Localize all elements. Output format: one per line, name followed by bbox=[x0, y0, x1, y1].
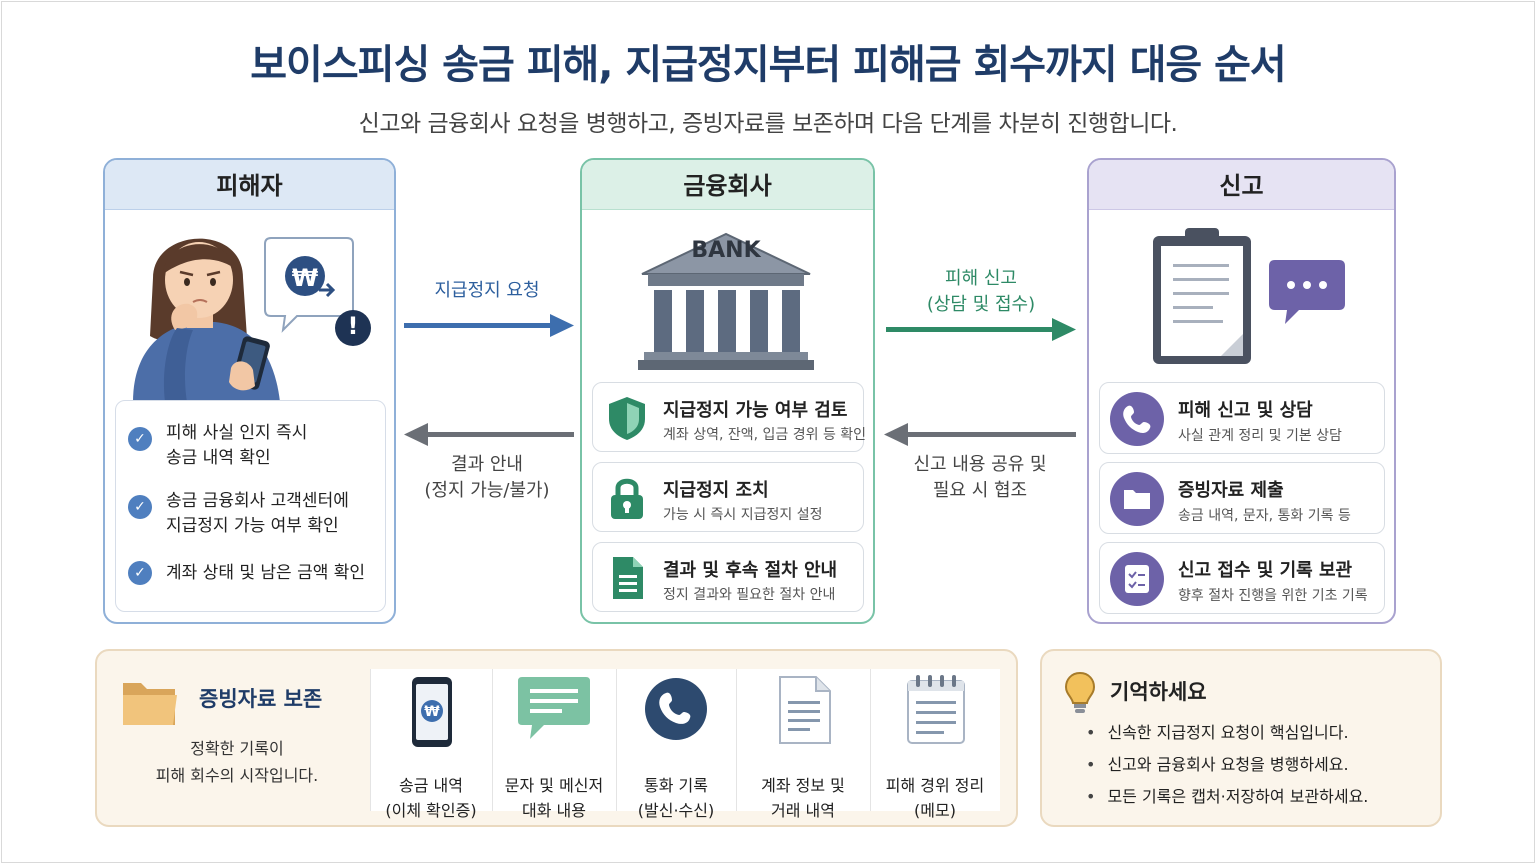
message-icon bbox=[518, 677, 590, 739]
report-item-card: 증빙자료 제출 송금 내역, 문자, 통화 기록 등 bbox=[1099, 462, 1385, 534]
folder-icon bbox=[123, 683, 177, 725]
smartphone-won-icon: ₩ bbox=[412, 677, 452, 747]
evidence-item-transfer: ₩ 송금 내역 (이체 확인증) bbox=[370, 669, 492, 820]
report-item-title: 증빙자료 제출 bbox=[1178, 480, 1284, 501]
report-item-card: 신고 접수 및 기록 보관 향후 절차 진행을 위한 기초 기록 bbox=[1099, 542, 1385, 614]
victim-check-item: ✓ 피해 사실 인지 즉시 송금 내역 확인 bbox=[128, 421, 307, 471]
folder-icon bbox=[1110, 472, 1164, 526]
evidence-item-account: 계좌 정보 및 거래 내역 bbox=[736, 669, 870, 820]
report-item-desc: 향후 절차 진행을 위한 기초 기록 bbox=[1178, 588, 1368, 604]
evidence-item-memo: 피해 경위 정리 (메모) bbox=[870, 669, 1000, 820]
document-icon bbox=[613, 557, 643, 599]
bank-step-card: 지급정지 가능 여부 검토 계좌 상역, 잔액, 입금 경위 등 확인 bbox=[592, 382, 867, 452]
checklist-icon bbox=[1110, 552, 1164, 606]
bank-step-card: 결과 및 후속 절차 안내 정지 결과와 필요한 절차 안내 bbox=[592, 542, 864, 612]
phone-call-icon bbox=[1110, 392, 1164, 446]
check-line: 송금 금융회사 고객센터에 bbox=[166, 491, 349, 511]
divider bbox=[616, 669, 617, 811]
notepad-icon bbox=[907, 675, 965, 744]
evidence-desc: 정확한 기록이 피해 회수의 시작입니다. bbox=[155, 739, 319, 785]
victim-panel: 피해자 ₩ ! ✓ 피해 사실 인지 bbox=[103, 158, 396, 624]
arrow-right-report bbox=[886, 318, 1076, 341]
alert-icon: ! bbox=[347, 312, 359, 340]
document-icon bbox=[779, 676, 831, 744]
victim-heading: 피해자 bbox=[105, 160, 394, 210]
lock-icon bbox=[611, 478, 643, 519]
list-item: 신고와 금융회사 요청을 병행하세요. bbox=[1086, 749, 1368, 781]
check-line: 지급정지 가능 여부 확인 bbox=[166, 516, 339, 536]
report-item-desc: 송금 내역, 문자, 통화 기록 등 bbox=[1178, 508, 1351, 524]
check-circle-icon: ✓ bbox=[128, 427, 152, 451]
step-title: 지급정지 가능 여부 검토 bbox=[663, 400, 848, 421]
evidence-items: ₩ 송금 내역 (이체 확인증) 문자 및 메신저 대화 내용 bbox=[370, 669, 1000, 820]
report-item-title: 신고 접수 및 기록 보관 bbox=[1178, 560, 1353, 581]
result-notice-label: 결과 안내 (정지 가능/불가) bbox=[424, 454, 550, 501]
evidence-title: 증빙자료 보존 bbox=[199, 687, 323, 711]
check-circle-icon: ✓ bbox=[128, 561, 152, 585]
evidence-item-messages: 문자 및 메신저 대화 내용 bbox=[492, 669, 616, 820]
report-item-title: 피해 신고 및 상담 bbox=[1178, 400, 1313, 421]
report-item-desc: 사실 관계 정리 및 기본 상담 bbox=[1178, 428, 1342, 444]
remember-title: 기억하세요 bbox=[1110, 680, 1207, 704]
step-desc: 정지 결과와 필요한 절차 안내 bbox=[663, 587, 836, 603]
victim-checklist: ✓ 피해 사실 인지 즉시 송금 내역 확인 ✓ 송금 금융회사 고객센터에 지… bbox=[115, 400, 386, 612]
report-heading: 신고 bbox=[1089, 160, 1394, 210]
damage-report-label: 피해 신고 (상담 및 접수) bbox=[926, 268, 1036, 315]
check-line: 계좌 상태 및 남은 금액 확인 bbox=[166, 563, 366, 583]
page-subtitle: 신고와 금융회사 요청을 병행하고, 증빙자료를 보존하며 다음 단계를 차분히… bbox=[358, 111, 1178, 137]
list-item: 신속한 지급정지 요청이 핵심입니다. bbox=[1086, 717, 1368, 749]
check-circle-icon: ✓ bbox=[128, 495, 152, 519]
divider bbox=[736, 669, 737, 811]
shield-icon bbox=[609, 397, 645, 440]
bank-building-icon bbox=[638, 232, 814, 370]
evidence-section: 증빙자료 보존 정확한 기록이 피해 회수의 시작입니다. ₩ 송금 내역 (이… bbox=[95, 649, 1018, 827]
arrow-right-request bbox=[404, 314, 574, 337]
remember-section: 기억하세요 신속한 지급정지 요청이 핵심입니다. 신고와 금융회사 요청을 병… bbox=[1040, 649, 1442, 827]
remember-list: 신속한 지급정지 요청이 핵심입니다. 신고와 금융회사 요청을 병행하세요. … bbox=[1086, 717, 1368, 813]
phone-call-icon bbox=[645, 678, 707, 740]
page-title: 보이스피싱 송금 피해, 지급정지부터 피해금 회수까지 대응 순서 bbox=[250, 42, 1286, 88]
won-symbol: ₩ bbox=[291, 264, 319, 292]
divider bbox=[870, 669, 871, 811]
svg-text:₩: ₩ bbox=[424, 704, 440, 720]
check-line: 송금 내역 확인 bbox=[166, 448, 271, 468]
arrow-left-share bbox=[884, 423, 1076, 446]
step-title: 결과 및 후속 절차 안내 bbox=[663, 560, 838, 581]
victim-check-item: ✓ 송금 금융회사 고객센터에 지급정지 가능 여부 확인 bbox=[128, 489, 349, 539]
bank-step-card: 지급정지 조치 가능 시 즉시 지급정지 설정 bbox=[592, 462, 864, 532]
lightbulb-icon bbox=[1064, 671, 1096, 713]
clipboard-icon bbox=[1153, 228, 1251, 364]
check-line: 피해 사실 인지 즉시 bbox=[166, 423, 308, 443]
share-cooperate-label: 신고 내용 공유 및 필요 시 협조 bbox=[913, 454, 1047, 501]
step-desc: 가능 시 즉시 지급정지 설정 bbox=[663, 507, 823, 523]
divider bbox=[370, 669, 371, 811]
evidence-item-calls: 통화 기록 (발신·수신) bbox=[616, 669, 736, 820]
step-title: 지급정지 조치 bbox=[663, 480, 769, 501]
report-item-card: 피해 신고 및 상담 사실 관계 정리 및 기본 상담 bbox=[1099, 382, 1385, 454]
payment-stop-request-label: 지급정지 요청 bbox=[434, 280, 540, 301]
arrow-left-result bbox=[404, 423, 574, 446]
bank-panel: 금융회사 BANK 지급정지 가능 여부 검토 계좌 상역, 잔액, 입금 경위… bbox=[580, 158, 875, 624]
chat-bubble-icon bbox=[1269, 260, 1345, 324]
divider bbox=[492, 669, 493, 811]
step-desc: 계좌 상역, 잔액, 입금 경위 등 확인 bbox=[663, 427, 867, 443]
bank-heading: 금융회사 bbox=[582, 160, 873, 210]
bank-sign: BANK bbox=[691, 238, 761, 263]
victim-check-item: ✓ 계좌 상태 및 남은 금액 확인 bbox=[128, 561, 365, 586]
worried-person-illustration bbox=[133, 237, 371, 402]
list-item: 모든 기록은 캡처·저장하여 보관하세요. bbox=[1086, 781, 1368, 813]
report-panel: 신고 피해 신고 및 상담 사실 관계 정리 및 기본 상담 증빙자료 제출 송… bbox=[1087, 158, 1396, 624]
